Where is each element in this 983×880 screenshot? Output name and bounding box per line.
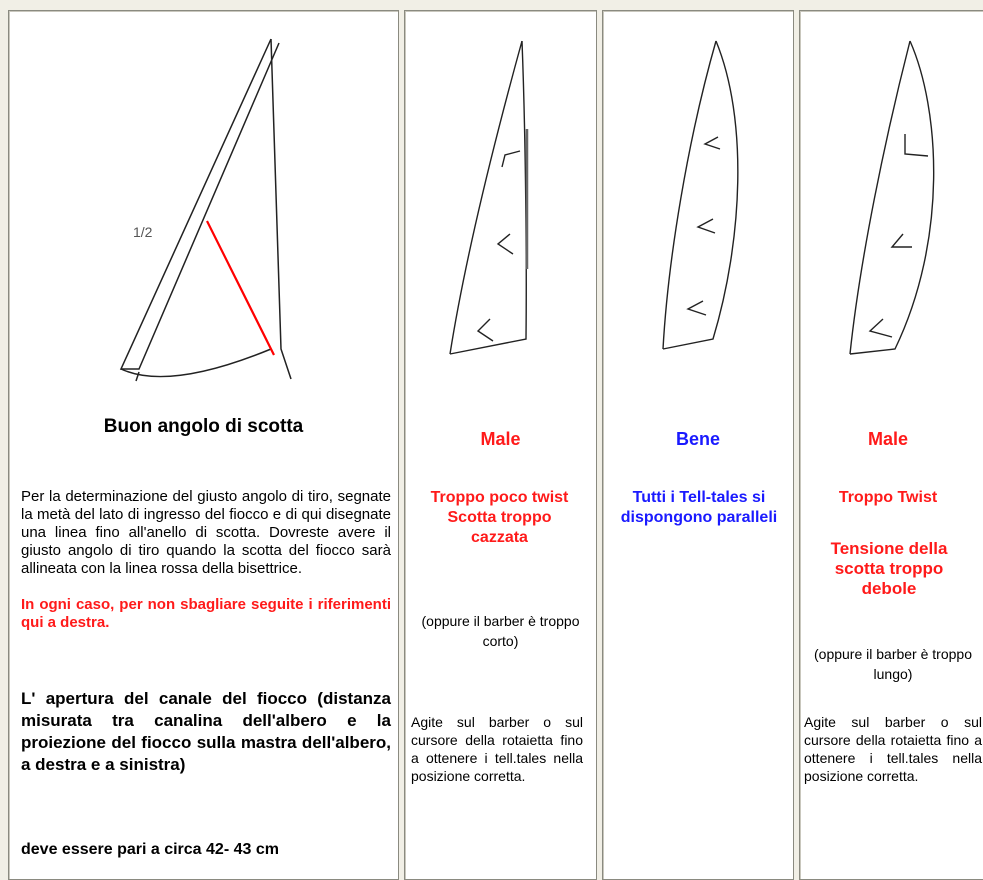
panel-title: Buon angolo di scotta [103,416,304,437]
sail-tight-diagram [449,40,529,355]
detail-text: Tutti i Tell-tales si dispongono paralle… [620,489,778,526]
panel-good: Bene Tutti i Tell-tales si dispongono pa… [602,10,794,880]
sail-luff [662,40,717,350]
measure-text: deve essere pari a circa 42- 43 cm [21,841,279,858]
warning-text: In ogni caso, per non sbagliare seguite … [21,596,391,631]
status-label: Male [867,429,909,449]
advice-text: Agite sul barber o sul cursore della rot… [804,714,982,784]
tell-tale [703,136,721,150]
sail-loose-diagram [849,40,935,355]
jib-luff [119,38,280,370]
advice-text: Agite sul barber o sul cursore della rot… [411,714,583,784]
note-text: (oppure il barber è troppo lungo) [814,646,972,682]
sail-good-diagram [662,40,739,350]
tell-tale [696,218,716,234]
sail-leech [849,40,935,355]
status-label: Bene [675,429,720,449]
intro-text: Per la determinazione del giusto angolo … [21,488,391,577]
sail-leech [449,40,527,355]
detail-text: Troppo poco twist Scotta troppo cazzata [430,489,569,546]
jib-foot [120,348,272,378]
panel-too-much-twist: Male Troppo Twist Tensione della scotta … [799,10,983,880]
detail-text-2: Tensione della scotta troppo debole [830,539,948,598]
panel-sheet-angle: 1/2 Buon angolo di scotta Per la determi… [8,10,399,880]
tell-tale [501,150,521,168]
tell-tale [686,300,707,316]
jib-bisector-diagram: 1/2 [119,38,292,382]
half-label: 1/2 [133,224,153,240]
tell-tale [476,318,494,342]
sail-leech [662,40,739,350]
tell-tale [868,318,893,338]
tell-tale [890,233,912,248]
bisector-line [206,220,275,356]
sail-luff [449,40,523,355]
detail-text: Troppo Twist [838,489,938,506]
tell-tale [904,134,929,157]
canal-text: L' apertura del canale del fiocco (dista… [21,689,391,774]
panel-too-little-twist: Male Troppo poco twist Scotta troppo caz… [404,10,597,880]
note-text: (oppure il barber è troppo corto) [421,613,580,649]
tell-tale [496,233,514,255]
sail-luff [849,40,911,355]
jib-leech [270,38,292,380]
status-label: Male [480,429,521,449]
